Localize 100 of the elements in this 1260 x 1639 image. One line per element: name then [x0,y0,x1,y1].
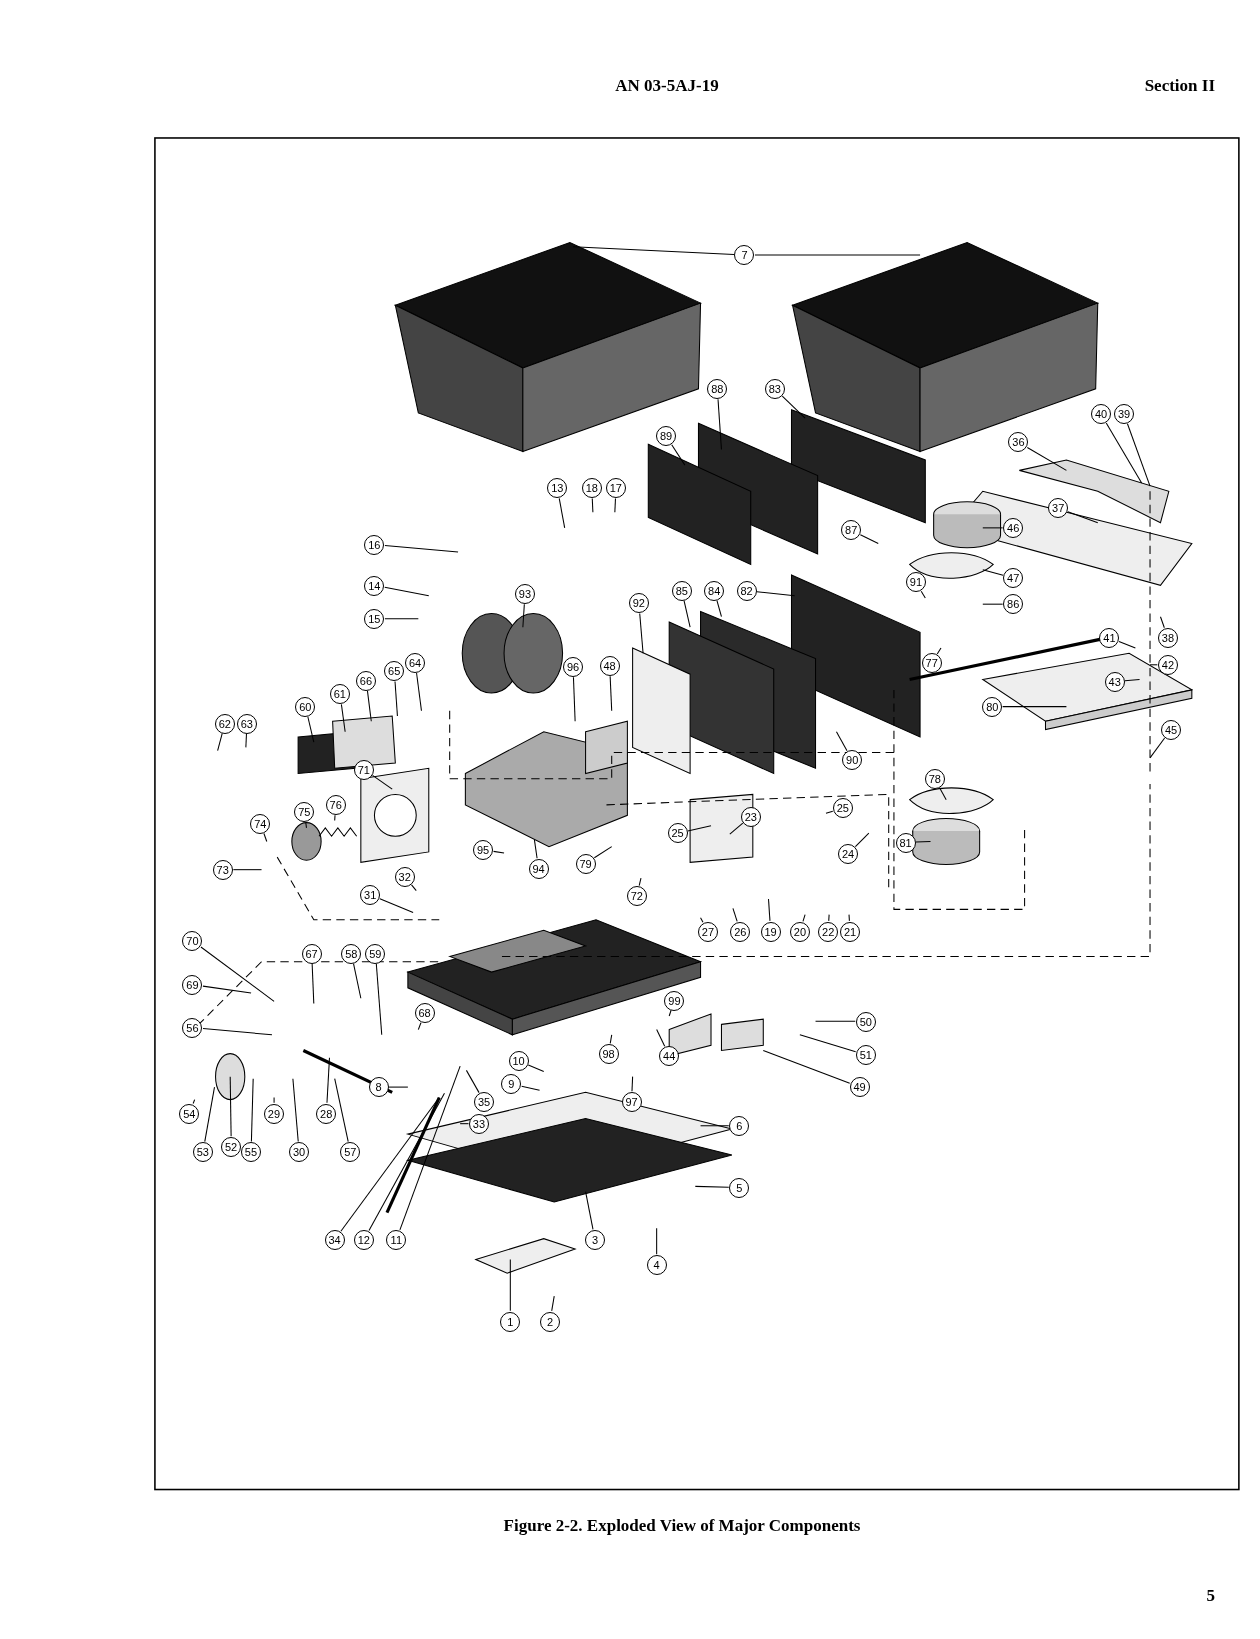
callout-number: 12 [353,1230,374,1251]
leader-line [799,1034,857,1053]
leader-line [982,527,1004,529]
leader-line [1149,664,1158,666]
callout-number: 45 [1161,719,1182,740]
page-number: 5 [1206,1586,1215,1606]
leader-line [1105,422,1143,484]
running-header: AN 03-5AJ-19 [615,76,719,96]
callout-number: 47 [1003,568,1024,589]
leader-line [1159,616,1165,629]
callout-number: 39 [1114,404,1135,425]
leader-line [492,850,505,854]
callout-number: 91 [905,572,926,593]
callout-number: 38 [1157,627,1178,648]
leader-line [522,603,525,628]
leader-line [815,1020,856,1022]
leader-line [591,498,594,513]
callout-number: 86 [1003,594,1024,615]
leader-line [656,1029,666,1047]
leader-line [305,822,307,829]
callout-number: 24 [838,844,858,865]
leader-line [638,877,642,887]
callout-number: 50 [855,1011,876,1032]
callout-number: 78 [924,769,945,789]
leader-line [593,846,613,859]
callout-number: 40 [1091,404,1112,425]
callout-number: 35 [474,1092,495,1113]
leader-line [384,545,459,553]
callout-number: 58 [341,943,362,964]
callout-number: 9 [501,1074,522,1095]
leader-line [558,497,566,529]
callout-number: 48 [599,656,620,677]
callout-number: 83 [764,378,785,399]
leader-line [411,884,417,892]
callout-number: 25 [832,798,853,819]
callout-number: 84 [704,580,725,601]
callout-number: 81 [895,832,916,853]
leader-line [756,591,796,597]
callout-number: 19 [760,921,781,942]
leader-line [920,590,926,599]
callout-number: 88 [707,378,728,399]
leader-line [716,600,722,618]
callout-number: 8 [368,1077,389,1098]
callout-number: 4 [646,1255,667,1276]
leader-line [915,840,932,843]
callout-number: 93 [514,583,535,604]
leader-line [982,603,1004,605]
callout-number: 92 [628,593,649,614]
leader-line [204,1086,216,1143]
leader-line [399,1065,461,1231]
leader-line [250,1078,254,1142]
callout-number: 82 [736,580,757,601]
callout-number: 85 [671,580,692,601]
leader-line [781,395,806,419]
callout-number: 36 [1008,432,1029,453]
leader-line [656,1227,658,1255]
callout-number: 26 [730,921,751,942]
leader-line [572,246,735,256]
callout-number: 21 [840,921,861,942]
leader-line [700,1125,730,1127]
callout-number: 68 [414,1003,435,1024]
leader-line [671,444,686,466]
leader-line [245,733,247,748]
leader-line [828,914,830,922]
callout-number: 13 [547,478,568,499]
leader-line [762,1050,851,1084]
leader-line [217,732,223,752]
callout-number: 73 [212,859,233,880]
callout-number: 97 [621,1092,642,1113]
leader-line [614,498,616,513]
section-header: Section II [1144,76,1215,96]
callout-number: 16 [364,534,385,555]
leader-line [859,534,879,545]
leader-line [835,731,848,752]
callout-number: 7 [734,245,755,266]
callout-number: 30 [289,1142,310,1163]
callout-number: 64 [405,652,426,673]
callout-number: 34 [324,1230,345,1251]
callout-number: 57 [340,1142,361,1163]
callout-number: 25 [667,823,688,844]
leader-line [394,681,398,717]
leader-line [340,1097,440,1232]
callout-number: 67 [301,943,322,964]
callout-number: 59 [365,943,386,964]
leader-line [388,1086,409,1088]
callout-number: 11 [386,1230,407,1251]
callout-number: 53 [192,1142,213,1163]
leader-line [372,774,393,790]
leader-line [729,822,744,835]
callout-number: 62 [214,713,235,734]
callout-number: 72 [626,886,647,907]
callout-number: 99 [664,990,685,1011]
callout-number: 41 [1099,627,1120,648]
leader-line [1002,706,1067,708]
leader-line [273,1097,275,1104]
callout-number: 32 [394,867,415,888]
callout-number: 90 [842,750,863,771]
leader-line [687,825,712,832]
leader-line [939,787,947,801]
callout-number: 3 [584,1230,605,1251]
